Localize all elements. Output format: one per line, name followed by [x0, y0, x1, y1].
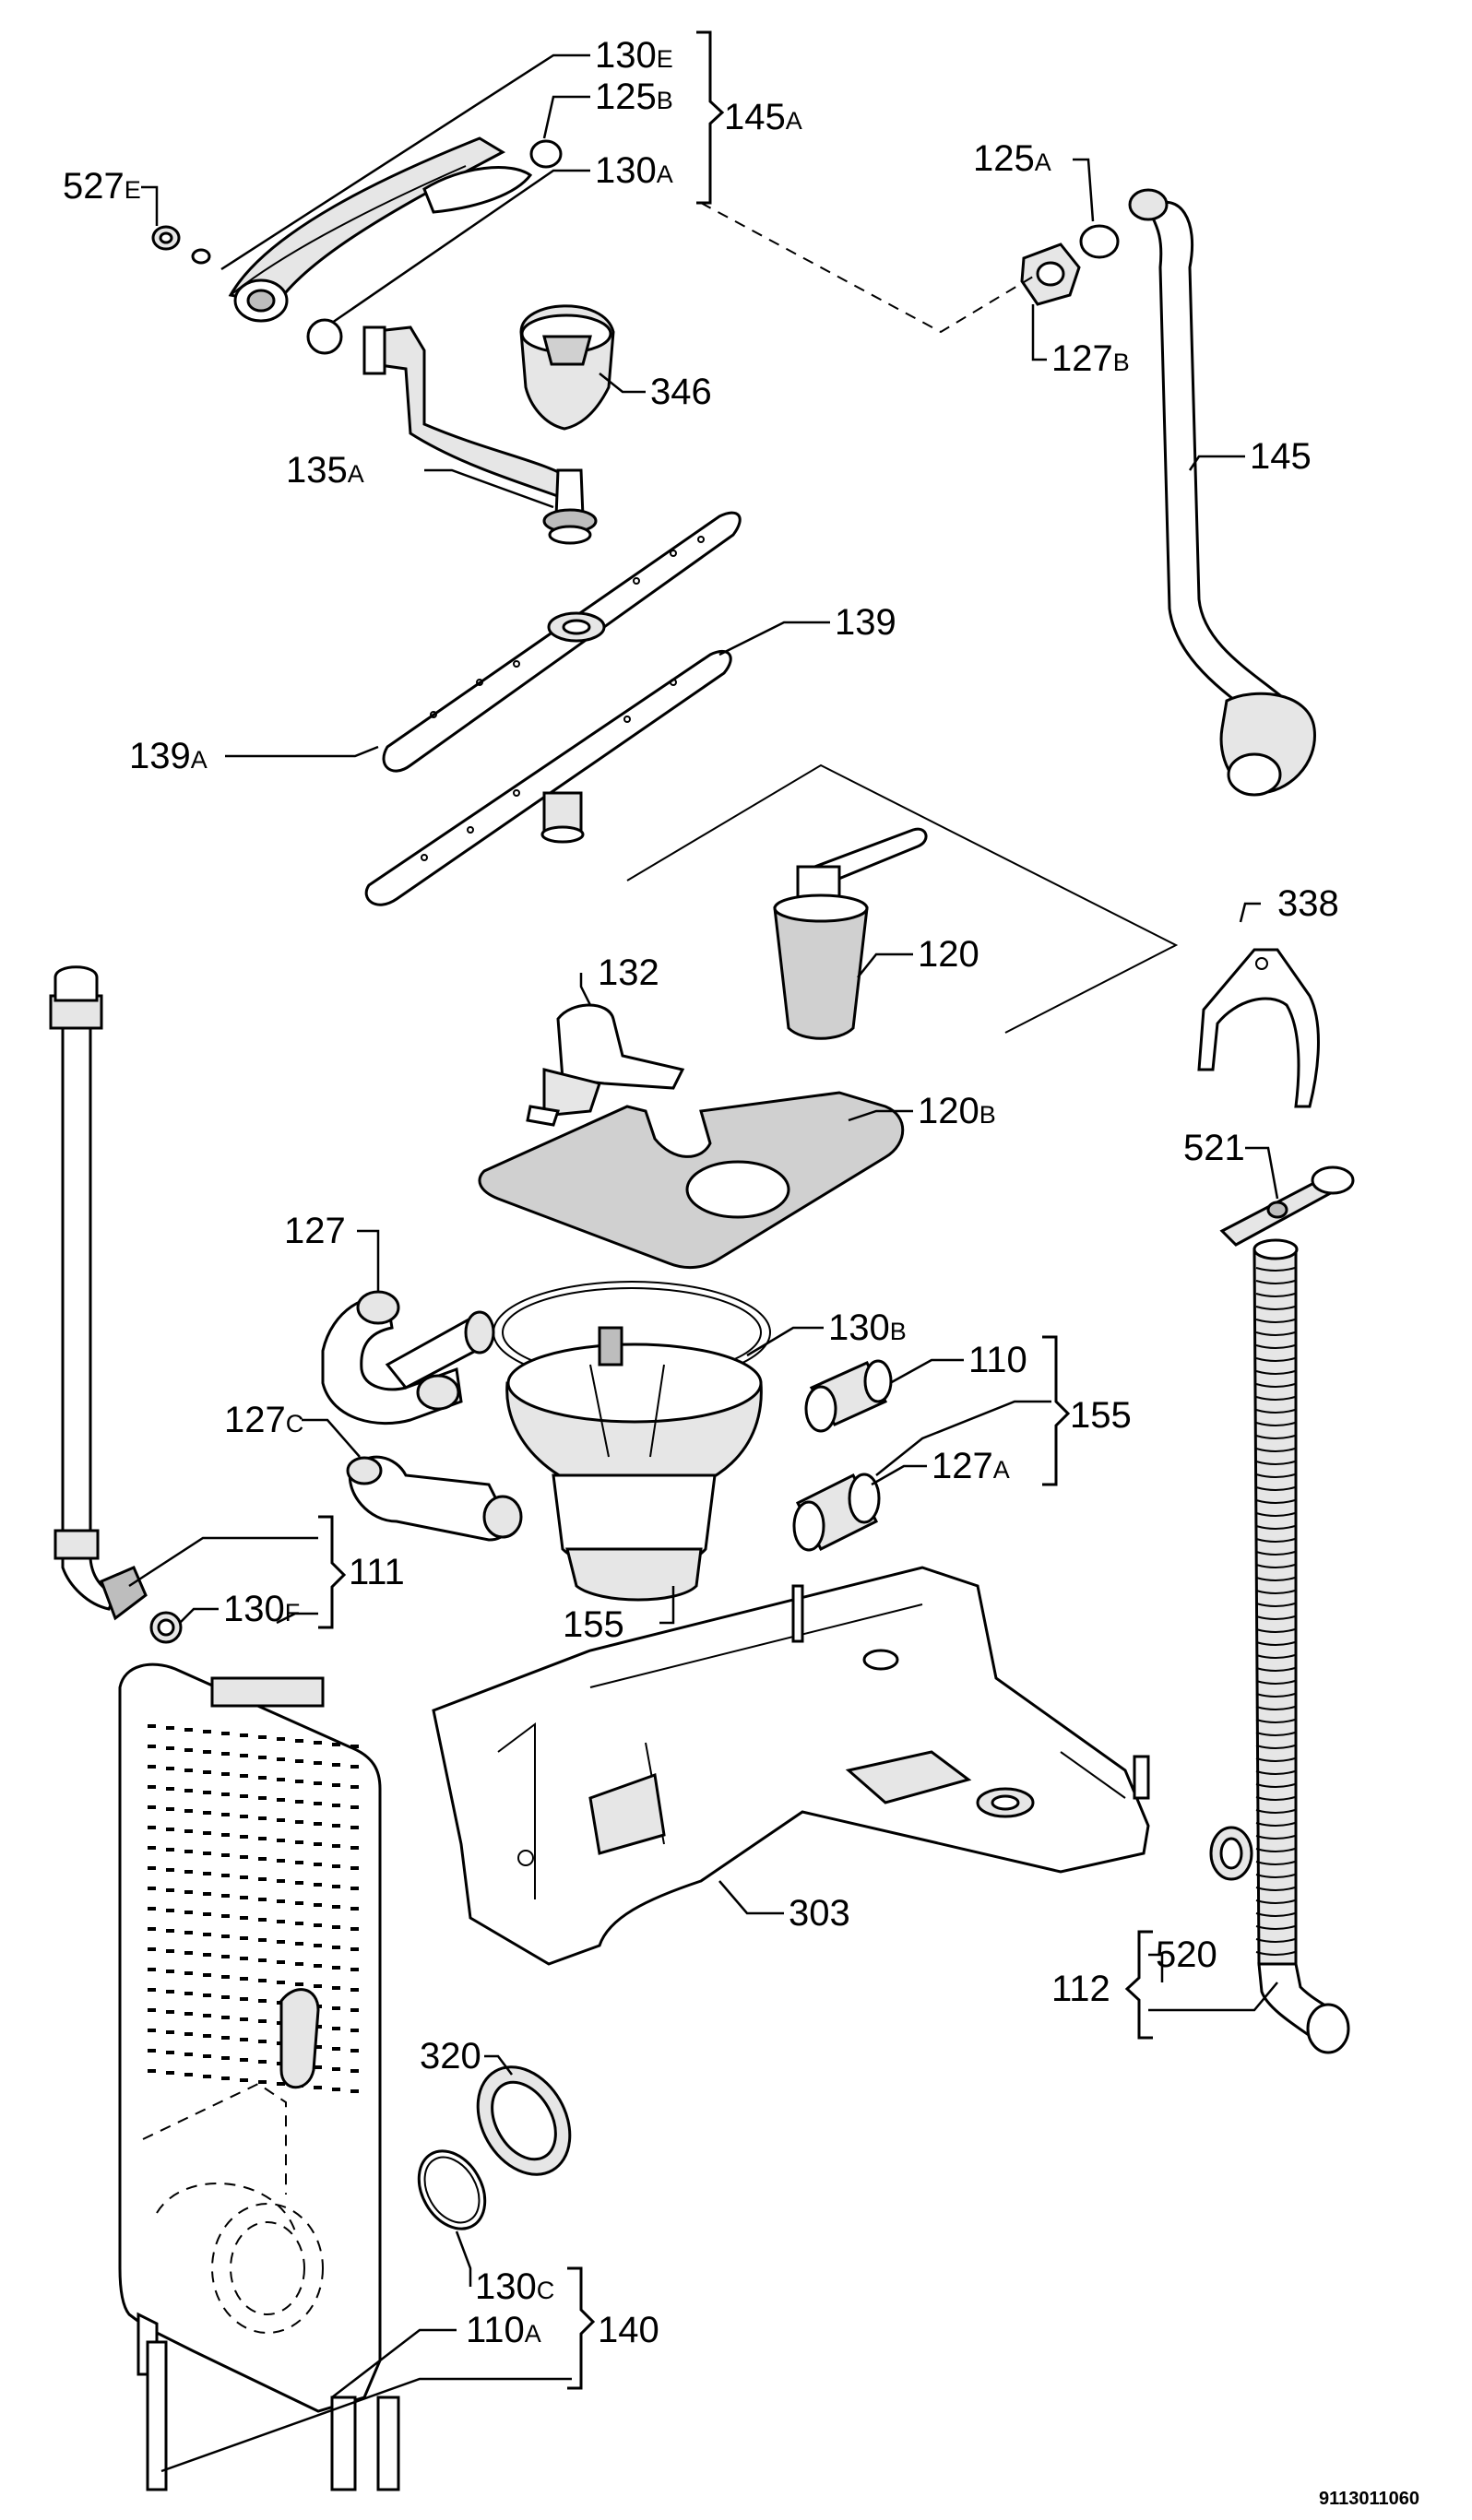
upper-spray-arm-145a	[228, 136, 533, 323]
seal-130e	[191, 248, 211, 265]
label-338: 338	[1277, 883, 1339, 924]
label-127a: 127A	[932, 1446, 1010, 1486]
pipe-127c	[346, 1455, 523, 1542]
filter-region-outline	[626, 763, 1179, 1034]
side-panel-140	[118, 1662, 400, 2491]
label-140: 140	[598, 2310, 659, 2350]
spray-arm-upper-plate	[382, 511, 742, 773]
clip-521	[1219, 1165, 1355, 1247]
hose-145	[1128, 188, 1316, 797]
label-139: 139	[835, 602, 896, 643]
drain-hose-112	[1252, 1238, 1350, 2054]
label-155-right: 155	[1070, 1395, 1132, 1436]
nut-127b	[1020, 243, 1081, 306]
nozzle-346	[519, 304, 615, 431]
label-130e: 130E	[595, 35, 673, 76]
label-145a: 145A	[724, 97, 802, 137]
label-320: 320	[420, 2036, 481, 2076]
label-521: 521	[1183, 1128, 1245, 1168]
vent-grid	[148, 1724, 359, 2093]
label-110: 110	[968, 1340, 1027, 1380]
label-110a: 110A	[466, 2310, 541, 2350]
hose-ribs	[1255, 1267, 1296, 1956]
ring-520	[1209, 1826, 1253, 1881]
label-125b: 125B	[595, 77, 673, 117]
label-130c: 130C	[475, 2266, 554, 2307]
label-139a: 139A	[129, 736, 208, 776]
label-527e: 527E	[63, 166, 141, 207]
seal-130c	[417, 2149, 487, 2230]
seal-130a	[306, 318, 343, 355]
label-303: 303	[789, 1893, 850, 1934]
label-112: 112	[1051, 1969, 1110, 2009]
label-130b: 130B	[828, 1307, 907, 1348]
inlet-hose-111	[49, 965, 148, 1621]
label-125a: 125A	[973, 138, 1051, 179]
seal-125b	[529, 139, 563, 169]
sleeve-110	[804, 1359, 893, 1433]
feed-pipe-135a	[362, 325, 598, 545]
seal-320	[476, 2065, 572, 2176]
label-127b: 127B	[1051, 338, 1130, 379]
seal-125a	[1079, 224, 1120, 259]
nut-527e	[151, 225, 181, 251]
hose-connection-dashed	[700, 202, 1034, 334]
label-135a: 135A	[286, 450, 364, 491]
base-frame-303	[432, 1566, 1150, 1966]
spray-tube-132	[526, 1003, 685, 1127]
sleeve-127a	[792, 1473, 881, 1552]
label-145: 145	[1250, 436, 1312, 477]
braces	[318, 30, 1153, 2390]
label-127: 127	[284, 1211, 346, 1251]
clip-338	[1197, 948, 1320, 1108]
label-155-bottom: 155	[563, 1604, 624, 1645]
spray-arm-139a	[364, 649, 732, 906]
document-number: 9113011060	[1319, 2489, 1419, 2509]
filter-120	[773, 827, 928, 1040]
callout-labels: 130E 125B 130A 145A 527E 125A 127B 346 1…	[63, 35, 1419, 2509]
filter-plate-120b	[478, 1091, 905, 1270]
label-127c: 127C	[224, 1400, 303, 1440]
sump-155	[493, 1281, 771, 1602]
label-120: 120	[918, 934, 979, 975]
label-130a: 130A	[595, 150, 673, 191]
label-130f: 130F	[223, 1589, 300, 1629]
seal-130f	[149, 1611, 183, 1644]
label-132: 132	[598, 952, 659, 993]
label-346: 346	[650, 372, 712, 412]
label-111: 111	[349, 1552, 405, 1592]
leader-lines	[128, 53, 1279, 2473]
pipe-127	[321, 1290, 495, 1426]
label-520: 520	[1156, 1934, 1217, 1975]
label-120b: 120B	[918, 1091, 996, 1131]
